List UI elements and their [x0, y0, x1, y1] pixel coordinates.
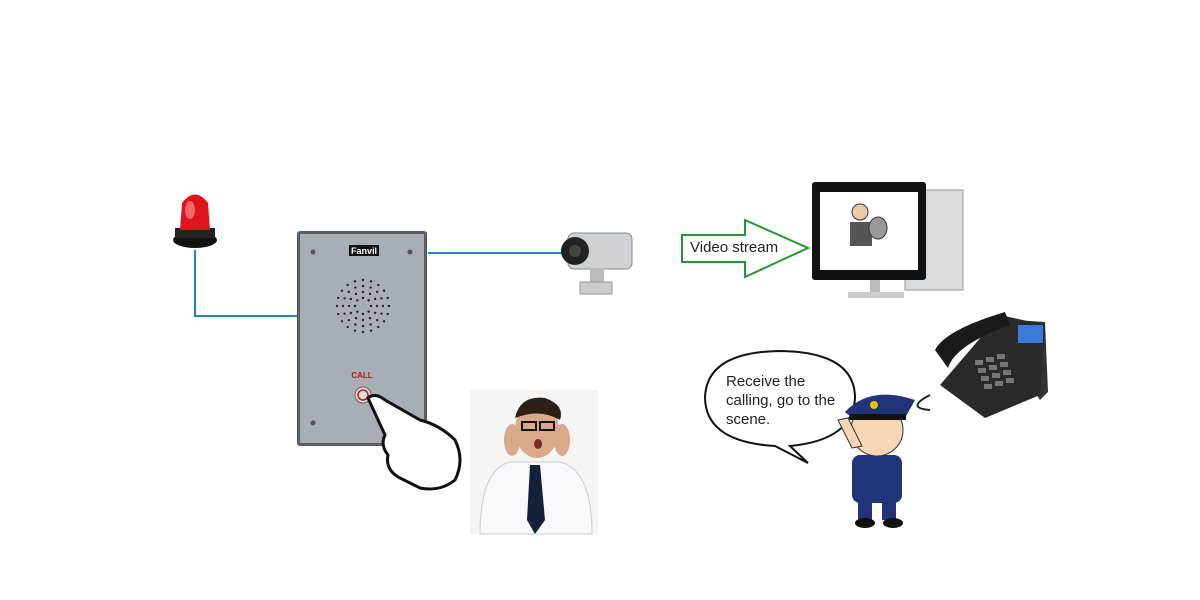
video-stream-label: Video stream	[690, 239, 779, 256]
speaker-grille	[335, 278, 391, 334]
video-stream-arrow	[681, 218, 811, 279]
siren-icon	[173, 194, 217, 248]
call-label: CALL	[351, 371, 372, 380]
security-camera-icon	[561, 232, 633, 295]
scared-man-photo	[470, 390, 598, 535]
speech-bubble-text: Receive the calling, go to the scene.	[726, 373, 836, 428]
siren-connector-line	[194, 250, 297, 317]
ip-phone-icon	[916, 312, 1048, 418]
police-officer-icon	[837, 394, 915, 528]
pointing-hand-icon	[366, 393, 462, 491]
intercom-panel: Fanvil CALL	[297, 231, 427, 446]
intercom-brand-logo: Fanvil	[351, 246, 377, 256]
computer-monitor-icon	[812, 182, 964, 298]
